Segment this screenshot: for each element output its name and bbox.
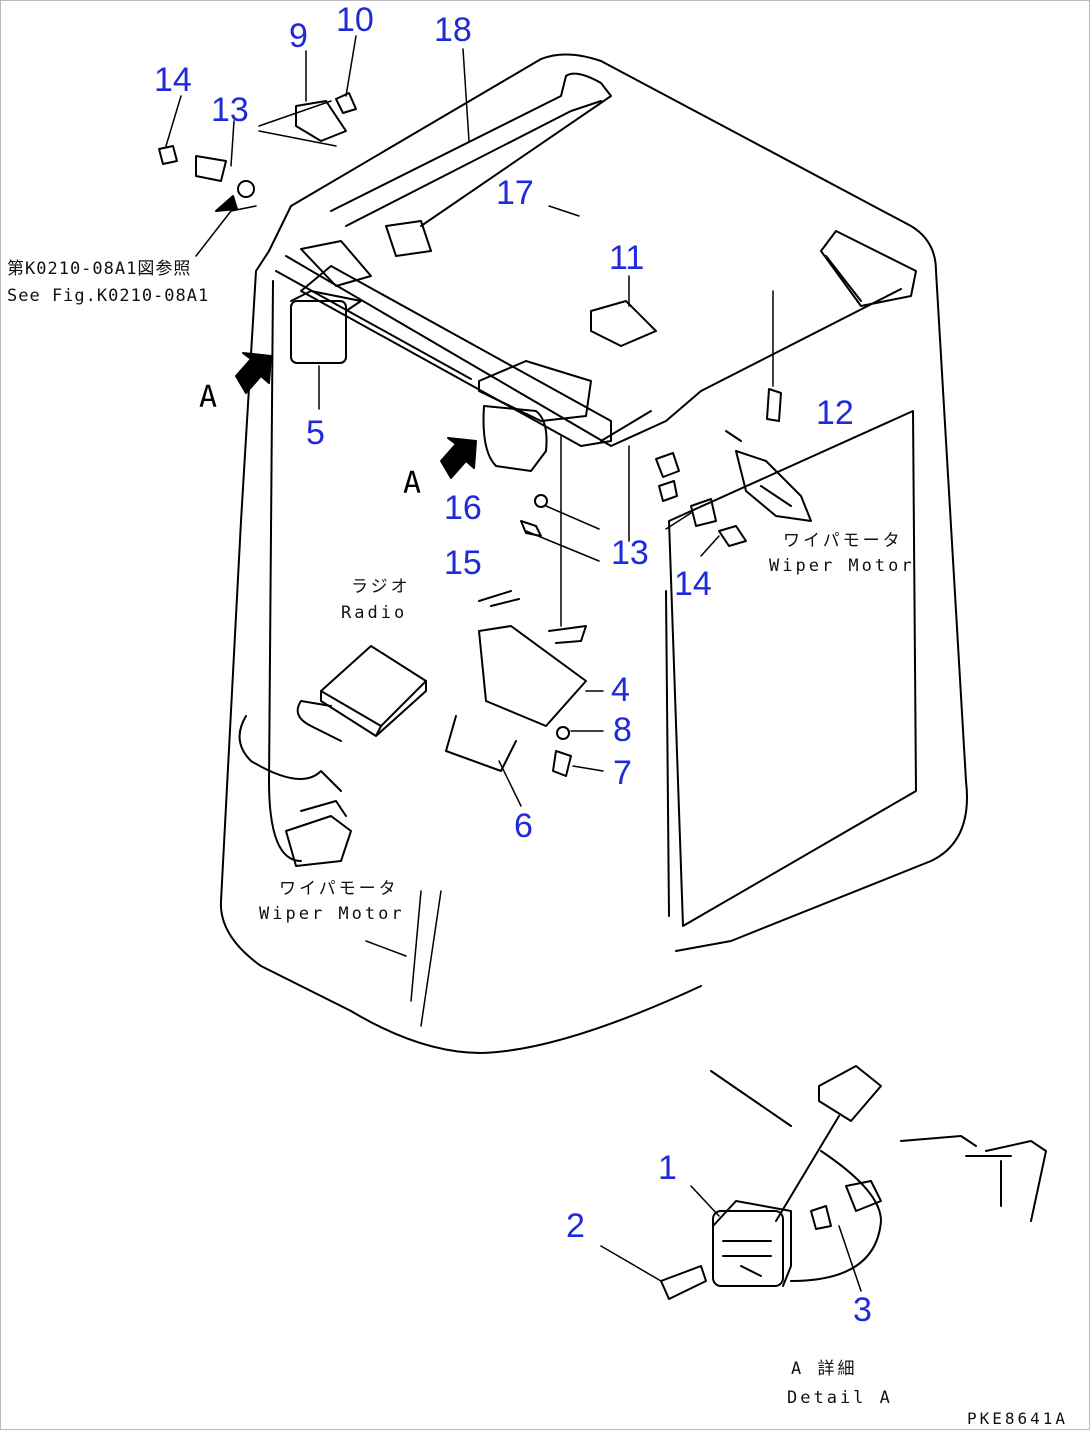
callout-2: 2 [566, 1207, 585, 1245]
view-a-center-label: A [403, 466, 422, 501]
callout-15: 15 [444, 544, 482, 582]
cab-roof-outline [268, 53, 968, 952]
roof-front-edge [285, 255, 902, 447]
right-window-frame [668, 410, 917, 927]
roof-rail-inner [345, 100, 602, 227]
front-crossbar [300, 265, 612, 447]
detail-a-label-en: Detail A [787, 1388, 893, 1408]
radio-body [320, 645, 427, 737]
callout-9: 9 [289, 17, 308, 55]
bracket-11 [590, 300, 657, 347]
roof-rail [330, 72, 612, 227]
callout-13-center: 13 [611, 534, 649, 572]
cab-left-side [219, 250, 702, 1054]
nut-16 [534, 494, 548, 508]
roof-front-edge-2 [275, 270, 652, 442]
clip-13-center [690, 498, 717, 527]
callout-4: 4 [611, 671, 630, 709]
view-arrow-left [235, 352, 272, 394]
bolt-12 [766, 388, 782, 422]
callout-12: 12 [816, 394, 854, 432]
detail-bolt-2 [660, 1265, 707, 1300]
detail-a-drawing [600, 1065, 1047, 1300]
grommet-left [237, 180, 255, 198]
detail-a-label-jp: A 詳細 [791, 1359, 858, 1379]
clip-13-left [195, 155, 227, 182]
wiper-motor-left-label-en: Wiper Motor [259, 904, 405, 924]
cab-inner-edge [268, 280, 302, 862]
reference-label-en: See Fig.K0210-08A1 [7, 286, 210, 306]
callout-7: 7 [613, 754, 632, 792]
bolt-14-left [158, 145, 178, 165]
callout-14-center: 14 [674, 565, 712, 603]
bolt-7 [552, 750, 572, 777]
leader-lines [165, 35, 774, 1027]
cover-strip [445, 715, 517, 772]
callout-6: 6 [514, 807, 533, 845]
bolt-15 [520, 520, 542, 537]
radio-label-jp: ラジオ [351, 577, 411, 597]
callout-13-left: 13 [211, 91, 249, 129]
callout-3: 3 [853, 1291, 872, 1329]
callout-17: 17 [496, 174, 534, 212]
washer-8 [556, 726, 570, 740]
speaker-box [478, 625, 587, 727]
lamp-housing-left [290, 300, 347, 364]
bolt-14-right [718, 525, 747, 547]
wiper-motor-right [735, 450, 812, 522]
view-a-left-label: A [199, 380, 218, 415]
radio-wire [238, 700, 342, 792]
ref-arrow [215, 195, 238, 212]
callout-10: 10 [336, 1, 374, 39]
right-visor [820, 230, 917, 307]
wiper-motor-left [285, 815, 352, 867]
view-arrow-center [440, 437, 477, 479]
radio-label-en: Radio [341, 603, 408, 623]
wiper-motor-right-label-jp: ワイパモータ [783, 531, 903, 551]
bracket-9 [295, 100, 347, 142]
lamp-housing-center [482, 405, 548, 472]
callout-1: 1 [658, 1149, 677, 1187]
callout-18: 18 [434, 11, 472, 49]
work-lamp-body [712, 1210, 784, 1287]
callout-16: 16 [444, 489, 482, 527]
right-window-line [665, 590, 670, 917]
drawing-code: PKE8641A [967, 1409, 1069, 1428]
callout-11: 11 [609, 239, 645, 277]
wiper-motor-right-label-en: Wiper Motor [769, 556, 915, 576]
wiper-motor-left-label-jp: ワイパモータ [279, 879, 399, 899]
callout-8: 8 [613, 711, 632, 749]
clip-13-right [655, 452, 680, 502]
callout-14-left: 14 [154, 61, 192, 99]
reference-label-jp: 第K0210-08A1図参照 [7, 259, 192, 279]
callout-5: 5 [306, 414, 325, 452]
bolt-10 [335, 92, 357, 114]
